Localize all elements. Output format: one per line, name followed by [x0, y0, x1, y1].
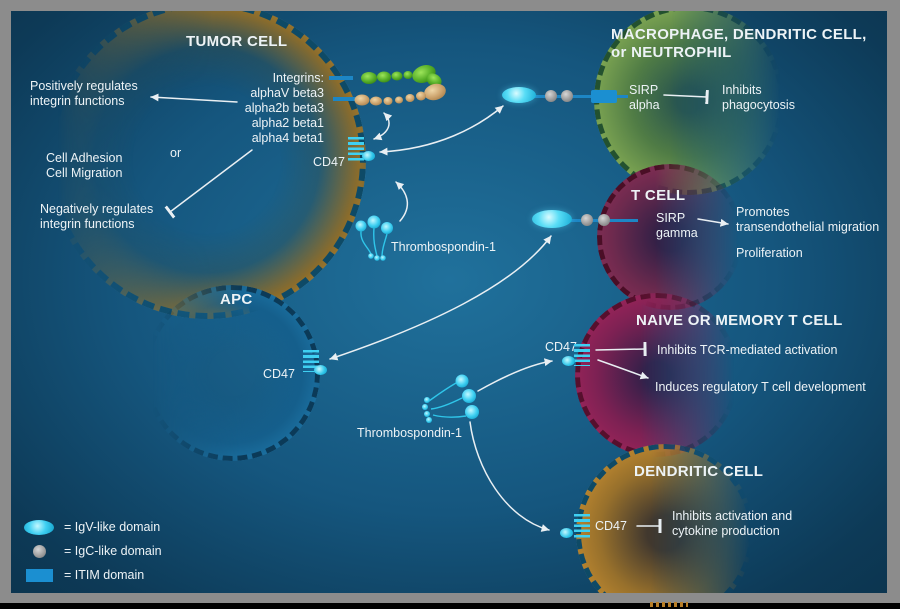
integrin-complex — [329, 65, 446, 106]
proliferation-label: Proliferation — [736, 246, 803, 260]
dendritic-membrane-remnant — [650, 602, 688, 607]
diagram-scene: TUMOR CELL Positively regulates integrin… — [11, 11, 887, 593]
macrophage-title: MACROPHAGE, DENDRITIC CELL, or NEUTROPHI… — [611, 26, 867, 61]
line-negatively-regulates — [164, 149, 253, 219]
igc-domain-icon — [32, 544, 46, 558]
integrin-alpha4-beta1: alpha4 beta1 — [251, 131, 324, 145]
thrombospondin-1-molecule-upper — [355, 215, 393, 261]
legend-igv-label: = IgV-like domain — [64, 520, 161, 534]
inhibits-tcr-label: Inhibits TCR-mediated activation — [657, 343, 838, 357]
arrow-tsp2-to-dendritic-cd47 — [469, 421, 550, 532]
induces-treg-label: Induces regulatory T cell development — [655, 380, 866, 394]
arrow-tsp2-to-naive-cd47 — [477, 358, 553, 392]
arrow-apc-cd47-sirpgamma — [329, 235, 552, 361]
legend-row-itim: = ITIM domain — [20, 567, 162, 583]
naive-cd47-label: CD47 — [545, 340, 577, 354]
line-inhibits-tcr — [595, 341, 647, 357]
integrins-title: Integrins: — [272, 71, 324, 85]
or-label: or — [170, 146, 182, 160]
integrin-alpha2-beta1: alpha2 beta1 — [251, 116, 324, 130]
tumor-cell-body — [48, 11, 366, 319]
line-positively-regulates — [150, 93, 238, 103]
line-inhibits-phagocytosis — [663, 89, 709, 105]
sirp-alpha-igv-domain — [502, 87, 536, 103]
tumor-cell-title: TUMOR CELL — [186, 33, 288, 50]
promotes-migration-label: Promotes transendothelial migration — [736, 205, 880, 234]
dendritic-cd47-receptor — [574, 514, 590, 538]
tumor-cd47-igv-dot — [362, 151, 375, 161]
inhibits-activation-label: Inhibits activation and cytokine product… — [672, 509, 793, 538]
cell-migration-label: Cell Migration — [46, 166, 123, 180]
naive-cd47-igv-dot — [562, 356, 575, 366]
arrow-tsp1-to-tumor-cd47 — [395, 181, 409, 222]
sirp-gamma-igv-domain — [532, 210, 572, 228]
itim-domain-icon — [25, 568, 53, 582]
legend-row-igv: = IgV-like domain — [20, 519, 162, 535]
apc-cell-body — [144, 285, 320, 461]
legend: = IgV-like domain = IgC-like domain = IT… — [20, 519, 162, 591]
dendritic-cell-title: DENDRITIC CELL — [634, 463, 764, 480]
arrow-cd47-sirpalpha — [379, 105, 504, 156]
igv-domain-icon — [24, 519, 54, 535]
arrow-promotes-migration — [697, 218, 729, 227]
thrombospondin-1-label-upper: Thrombospondin-1 — [391, 240, 496, 254]
dendritic-cd47-label: CD47 — [595, 519, 627, 533]
t-cell-title: T CELL — [631, 187, 686, 204]
naive-t-cell-title: NAIVE OR MEMORY T CELL — [636, 312, 843, 329]
sirp-alpha-itim-domain — [591, 90, 617, 103]
legend-igc-label: = IgC-like domain — [64, 544, 162, 558]
naive-cd47-receptor — [574, 344, 590, 366]
sirp-gamma-label: SIRP gamma — [656, 211, 698, 240]
arrow-induces-treg — [597, 359, 649, 380]
bottom-black-bar — [0, 603, 900, 609]
thrombospondin-1-label-lower: Thrombospondin-1 — [357, 426, 462, 440]
legend-itim-label: = ITIM domain — [64, 568, 145, 582]
negatively-regulates-label: Negatively regulates integrin functions — [40, 202, 154, 231]
apc-cd47-label: CD47 — [263, 367, 295, 381]
apc-title: APC — [220, 291, 253, 308]
diagram-canvas: TUMOR CELL Positively regulates integrin… — [11, 11, 887, 593]
sirp-alpha-igc-domain-1 — [545, 90, 557, 102]
integrin-alpha2b-beta3: alpha2b beta3 — [244, 101, 324, 115]
thrombospondin-1-molecule-lower — [422, 374, 479, 423]
tumor-cd47-receptor — [348, 137, 364, 163]
sirp-alpha-label: SIRP alpha — [629, 83, 660, 112]
positively-regulates-label: Positively regulates integrin functions — [30, 79, 138, 108]
tumor-cd47-label: CD47 — [313, 155, 345, 169]
sirp-gamma-igc-domain-2 — [598, 214, 610, 226]
arrows-overlay — [150, 65, 729, 533]
dendritic-cd47-igv-dot — [560, 528, 573, 538]
cell-adhesion-label: Cell Adhesion — [46, 151, 123, 165]
sirp-alpha-igc-domain-2 — [561, 90, 573, 102]
sirp-gamma-igc-domain-1 — [581, 214, 593, 226]
macrophage-cell-body — [594, 11, 784, 195]
apc-cd47-igv-dot — [314, 365, 327, 375]
integrin-alphav-beta3: alphaV beta3 — [250, 86, 324, 100]
arrow-integrin-cd47 — [373, 112, 393, 141]
legend-row-igc: = IgC-like domain — [20, 543, 162, 559]
inhibits-phagocytosis-label: Inhibits phagocytosis — [722, 83, 795, 112]
